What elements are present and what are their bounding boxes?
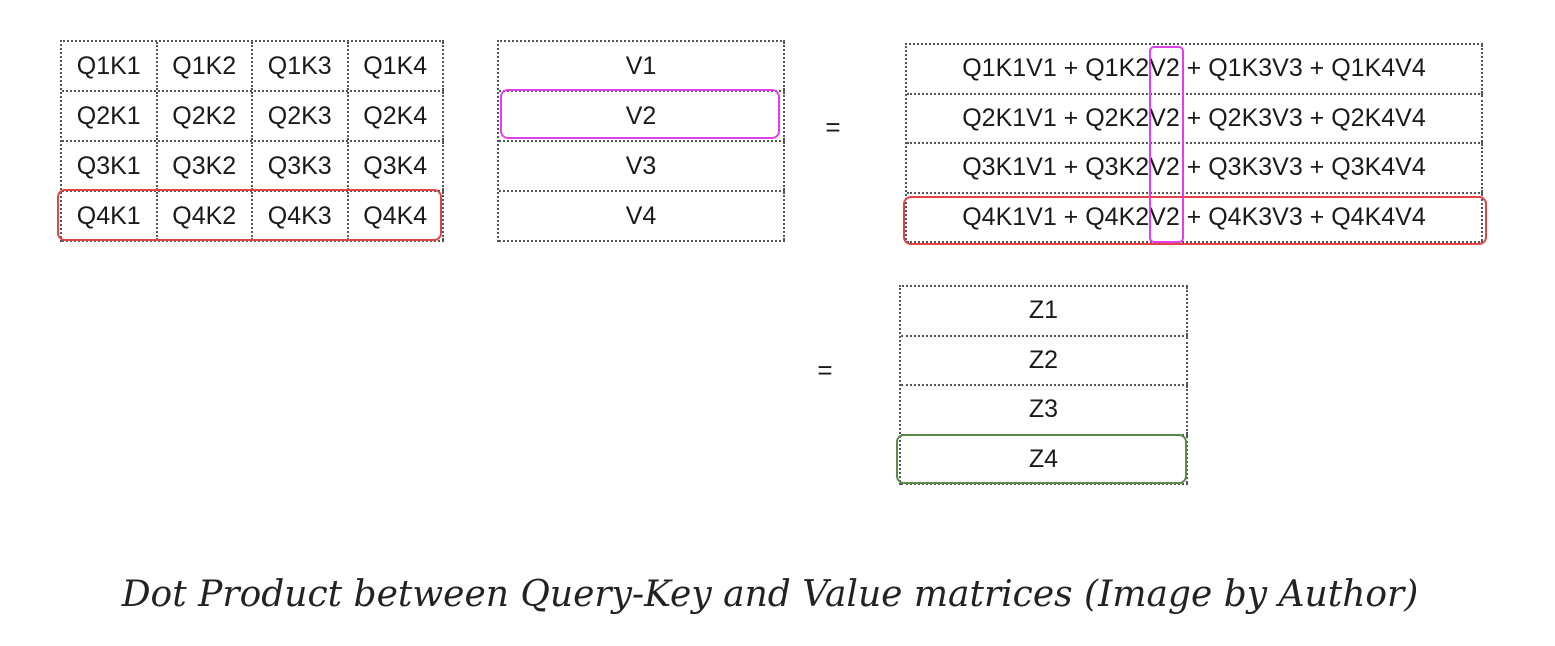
result-cell: Q1K1V1 + Q1K2V2 + Q1K3V3 + Q1K4V4 (907, 45, 1483, 93)
z-cell: Z2 (901, 336, 1188, 384)
qk-cell: Q3K3 (253, 142, 349, 190)
z-row-3: Z3 (901, 386, 1188, 436)
qk-cell: Q1K2 (158, 42, 253, 90)
result-row-2: Q2K1V1 + Q2K2V2 + Q2K3V3 + Q2K4V4 (907, 94, 1483, 144)
figure-caption: Dot Product between Query-Key and Value … (121, 574, 1419, 615)
v-row-2: V2 (499, 92, 785, 142)
result-row-3: Q3K1V1 + Q3K2V2 + Q3K3V3 + Q3K4V4 (907, 144, 1483, 194)
qk-cell: Q2K3 (253, 92, 349, 140)
equals-sign: = (817, 355, 833, 385)
z-cell: Z1 (901, 287, 1188, 335)
z-cell: Z4 (901, 435, 1188, 483)
z-row-2: Z2 (901, 336, 1188, 386)
v-row-4: V4 (499, 192, 785, 242)
qk-row-1: Q1K1 Q1K2 Q1K3 Q1K4 (62, 42, 444, 92)
qk-cell: Q2K1 (62, 92, 158, 140)
qk-cell: Q4K1 (62, 192, 158, 240)
qk-cell: Q1K3 (253, 42, 349, 90)
v-row-1: V1 (499, 42, 785, 92)
qk-cell: Q3K1 (62, 142, 158, 190)
v-cell: V3 (499, 142, 785, 190)
result-row-1: Q1K1V1 + Q1K2V2 + Q1K3V3 + Q1K4V4 (907, 45, 1483, 95)
result-matrix: Q1K1V1 + Q1K2V2 + Q1K3V3 + Q1K4V4 Q2K1V1… (905, 43, 1483, 243)
qk-row-3: Q3K1 Q3K2 Q3K3 Q3K4 (62, 142, 444, 192)
result-cell: Q2K1V1 + Q2K2V2 + Q2K3V3 + Q2K4V4 (907, 94, 1483, 142)
qk-cell: Q3K4 (349, 142, 444, 190)
z-cell: Z3 (901, 386, 1188, 434)
v-cell: V2 (499, 92, 785, 140)
qk-row-4: Q4K1 Q4K2 Q4K3 Q4K4 (62, 192, 444, 242)
v-row-3: V3 (499, 142, 785, 192)
qk-cell: Q3K2 (158, 142, 253, 190)
qk-cell: Q4K3 (253, 192, 349, 240)
result-row-4: Q4K1V1 + Q4K2V2 + Q4K3V3 + Q4K4V4 (907, 193, 1483, 243)
equals-sign: = (825, 112, 841, 142)
z-row-1: Z1 (901, 287, 1188, 337)
z-row-4: Z4 (901, 435, 1188, 485)
qk-cell: Q1K4 (349, 42, 444, 90)
z-matrix: Z1 Z2 Z3 Z4 (899, 285, 1188, 485)
qk-cell: Q1K1 (62, 42, 158, 90)
query-key-matrix: Q1K1 Q1K2 Q1K3 Q1K4 Q2K1 Q2K2 Q2K3 Q2K4 … (60, 40, 444, 242)
v-cell: V1 (499, 42, 785, 90)
qk-cell: Q4K2 (158, 192, 253, 240)
qk-cell: Q2K4 (349, 92, 444, 140)
qk-cell: Q2K2 (158, 92, 253, 140)
value-matrix: V1 V2 V3 V4 (497, 40, 785, 242)
result-cell: Q3K1V1 + Q3K2V2 + Q3K3V3 + Q3K4V4 (907, 144, 1483, 192)
result-cell: Q4K1V1 + Q4K2V2 + Q4K3V3 + Q4K4V4 (907, 193, 1483, 241)
qk-cell: Q4K4 (349, 192, 444, 240)
v-cell: V4 (499, 192, 785, 240)
qk-row-2: Q2K1 Q2K2 Q2K3 Q2K4 (62, 92, 444, 142)
